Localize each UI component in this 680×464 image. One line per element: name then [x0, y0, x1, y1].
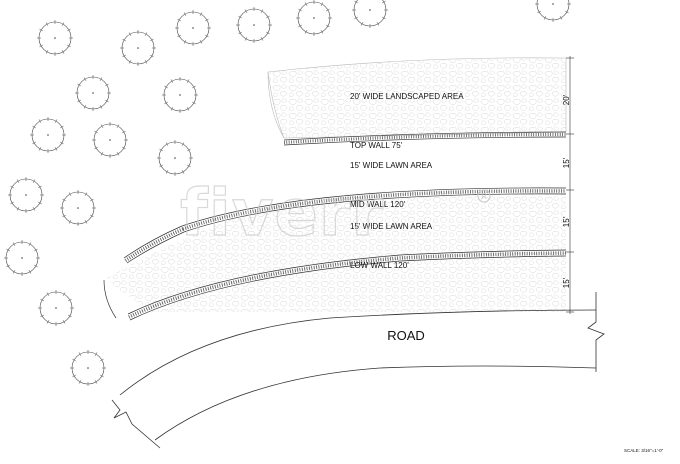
tree-icon — [60, 190, 96, 226]
tree-icon — [4, 240, 40, 276]
tree-icon — [92, 122, 128, 158]
lower-lawn-label: 15' WIDE LAWN AREA — [350, 222, 433, 231]
road — [111, 292, 605, 449]
tree-icon — [38, 290, 74, 326]
lower-terrace-hatch — [104, 190, 566, 312]
tree-icon — [162, 77, 198, 113]
dimension-15ft-lower: 15' — [562, 277, 571, 288]
landscaped-area — [267, 57, 567, 139]
tree-icon — [296, 0, 332, 36]
tree-group — [4, 0, 571, 386]
tree-icon — [37, 20, 73, 56]
tree-icon — [175, 10, 211, 46]
registered-mark-icon: R — [477, 189, 491, 203]
tree-icon — [8, 177, 44, 213]
tree-icon — [120, 30, 156, 66]
tree-icon — [236, 7, 272, 43]
tree-icon — [75, 75, 111, 111]
low-wall-label: LOW WALL 120' — [350, 261, 409, 270]
svg-text:R: R — [481, 192, 487, 201]
dimension-line — [566, 56, 574, 314]
top-wall — [283, 131, 567, 146]
tree-icon — [157, 140, 193, 176]
dimension-15ft-upper: 15' — [562, 157, 571, 168]
tree-icon — [70, 350, 106, 386]
dimension-20ft: 20' — [562, 94, 571, 105]
terrace-edge — [103, 279, 117, 319]
tree-icon — [30, 117, 66, 153]
dimension-15ft-middle: 15' — [562, 216, 571, 227]
mid-wall-extension — [123, 225, 185, 264]
tree-icon — [352, 0, 388, 28]
landscaped-area-label: 20' WIDE LANDSCAPED AREA — [350, 92, 464, 101]
low-wall — [127, 249, 567, 321]
top-wall-label: TOP WALL 75' — [350, 141, 403, 150]
landscape-edge — [267, 71, 285, 139]
watermark: fiverr — [180, 177, 384, 251]
scale-note: SCALE: 3/16"=1'-0" — [624, 448, 664, 453]
road-label: ROAD — [387, 328, 425, 343]
mid-wall-label: MID WALL 120' — [350, 200, 406, 209]
mid-wall — [181, 187, 567, 233]
tree-icon — [535, 0, 571, 22]
upper-lawn-label: 15' WIDE LAWN AREA — [350, 161, 433, 170]
